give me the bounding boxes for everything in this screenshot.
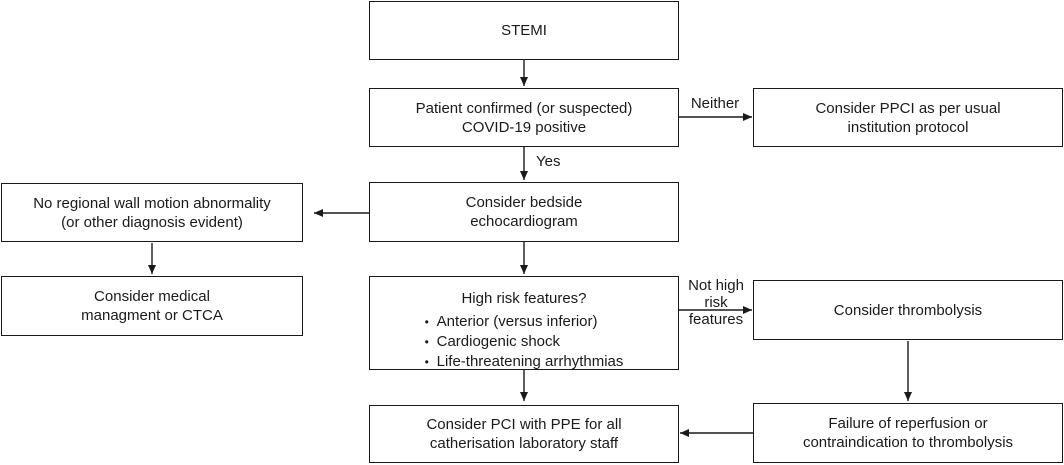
- stemi-line-1: STEMI: [501, 22, 547, 39]
- list-item: • Life-threatening arrhythmias: [425, 352, 624, 372]
- medical-line-1: Consider medical: [94, 288, 210, 305]
- edge-label-neither: Neither: [690, 95, 740, 112]
- medical-line-2: managment or CTCA: [81, 307, 223, 324]
- not-high-risk-line-1: Not high: [688, 277, 744, 294]
- high-risk-list: • Anterior (versus inferior) • Cardiogenic…: [425, 312, 624, 372]
- pci-line-1: Consider PCI with PPE for all: [426, 416, 622, 433]
- list-item: • Cardiogenic shock: [425, 332, 624, 352]
- reperfusion-failure-box: Failure of reperfusion or contraindicati…: [753, 403, 1063, 463]
- ppci-line-2: institution protocol: [847, 118, 969, 136]
- echo-line-1: Consider bedside: [465, 194, 583, 211]
- not-high-risk-line-2: risk: [704, 294, 728, 311]
- covid-line-1: Patient confirmed (or suspected): [415, 99, 633, 117]
- stemi-box: STEMI: [369, 1, 679, 60]
- high-risk-item-2: Cardiogenic shock: [436, 333, 561, 350]
- no-rwma-line-1: No regional wall motion abnormality: [33, 194, 271, 212]
- high-risk-item-1: Anterior (versus inferior): [436, 313, 598, 330]
- ppci-box: Consider PPCI as per usual institution p…: [753, 88, 1063, 147]
- echo-line-2: echocardiogram: [470, 213, 578, 230]
- ppci-line-1: Consider PPCI as per usual: [815, 99, 1001, 117]
- bullet-icon: •: [424, 315, 429, 329]
- not-high-risk-line-3: features: [688, 311, 744, 328]
- list-item: • Anterior (versus inferior): [425, 312, 624, 332]
- thrombolysis-line-1: Consider thrombolysis: [833, 301, 983, 319]
- failure-line-1: Failure of reperfusion or: [828, 415, 988, 432]
- pci-line-2: catherisation laboratory staff: [429, 435, 619, 452]
- bullet-icon: •: [424, 355, 429, 369]
- covid-line-2: COVID-19 positive: [461, 118, 587, 136]
- no-rwma-line-2: (or other diagnosis evident): [61, 213, 243, 231]
- failure-line-2: contraindication to thrombolysis: [802, 434, 1014, 451]
- edge-label-not-high-risk: Not high risk features: [680, 277, 752, 328]
- medical-management-box: Consider medical managment or CTCA: [1, 276, 303, 336]
- high-risk-features-box: High risk features? • Anterior (versus in…: [369, 276, 679, 370]
- covid-positive-box: Patient confirmed (or suspected) COVID-1…: [369, 88, 679, 147]
- no-rwma-box: No regional wall motion abnormality (or …: [1, 183, 303, 242]
- high-risk-item-3: Life-threatening arrhythmias: [436, 353, 624, 370]
- echocardiogram-box: Consider bedside echocardiogram: [369, 182, 679, 242]
- bullet-icon: •: [424, 335, 429, 349]
- thrombolysis-box: Consider thrombolysis: [753, 280, 1063, 340]
- high-risk-title: High risk features?: [461, 290, 587, 307]
- edge-label-yes: Yes: [536, 153, 561, 170]
- pci-ppe-box: Consider PCI with PPE for all catherisat…: [369, 405, 679, 463]
